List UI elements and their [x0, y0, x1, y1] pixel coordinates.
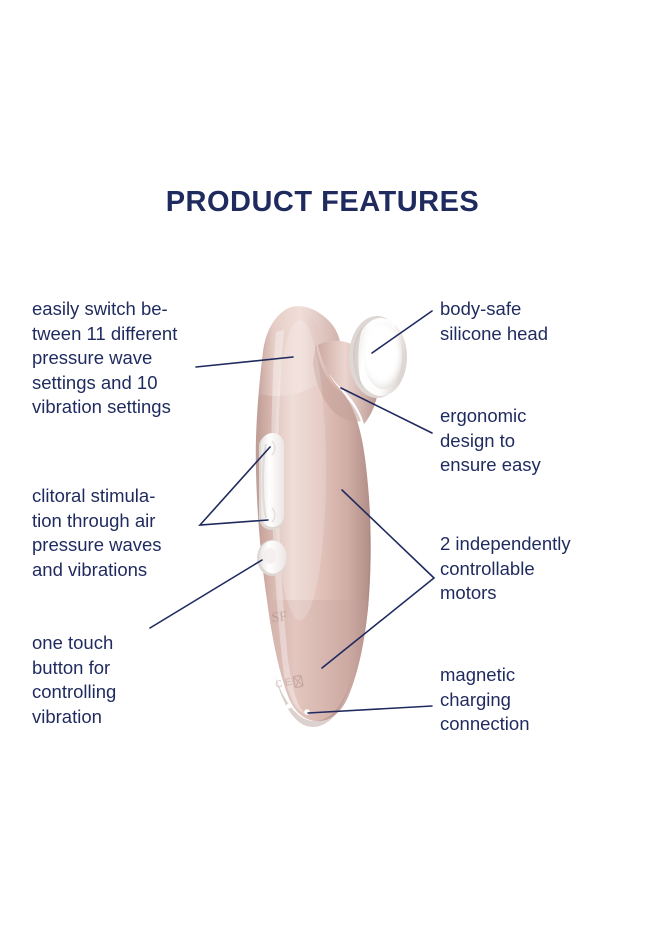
feature-label-clitoral-stimulation: clitoral stimula- tion through air press…: [32, 485, 162, 580]
regulatory-marks-emboss: C E: [274, 674, 304, 691]
feature-label-settings: easily switch be- tween 11 different pre…: [32, 298, 178, 417]
silicone-head: [349, 316, 407, 398]
svg-text:SF: SF: [271, 609, 288, 626]
page-title: PRODUCT FEATURES: [165, 186, 480, 218]
vibration-button[interactable]: [257, 540, 287, 576]
pressure-wave-button[interactable]: [259, 433, 284, 530]
brand-logo-emboss: SF: [271, 609, 288, 626]
feature-label-one-touch-button: one touch button for controlling vibrati…: [32, 632, 117, 727]
svg-text:C E: C E: [274, 677, 293, 691]
feature-label-magnetic-charging: magnetic charging connection: [440, 664, 530, 734]
feature-label-ergonomic-design: ergonomic design to ensure easy: [440, 405, 541, 475]
feature-label-body-safe-silicone-head: body-safe silicone head: [440, 298, 548, 344]
feature-label-independent-motors: 2 independently controllable motors: [440, 533, 571, 603]
